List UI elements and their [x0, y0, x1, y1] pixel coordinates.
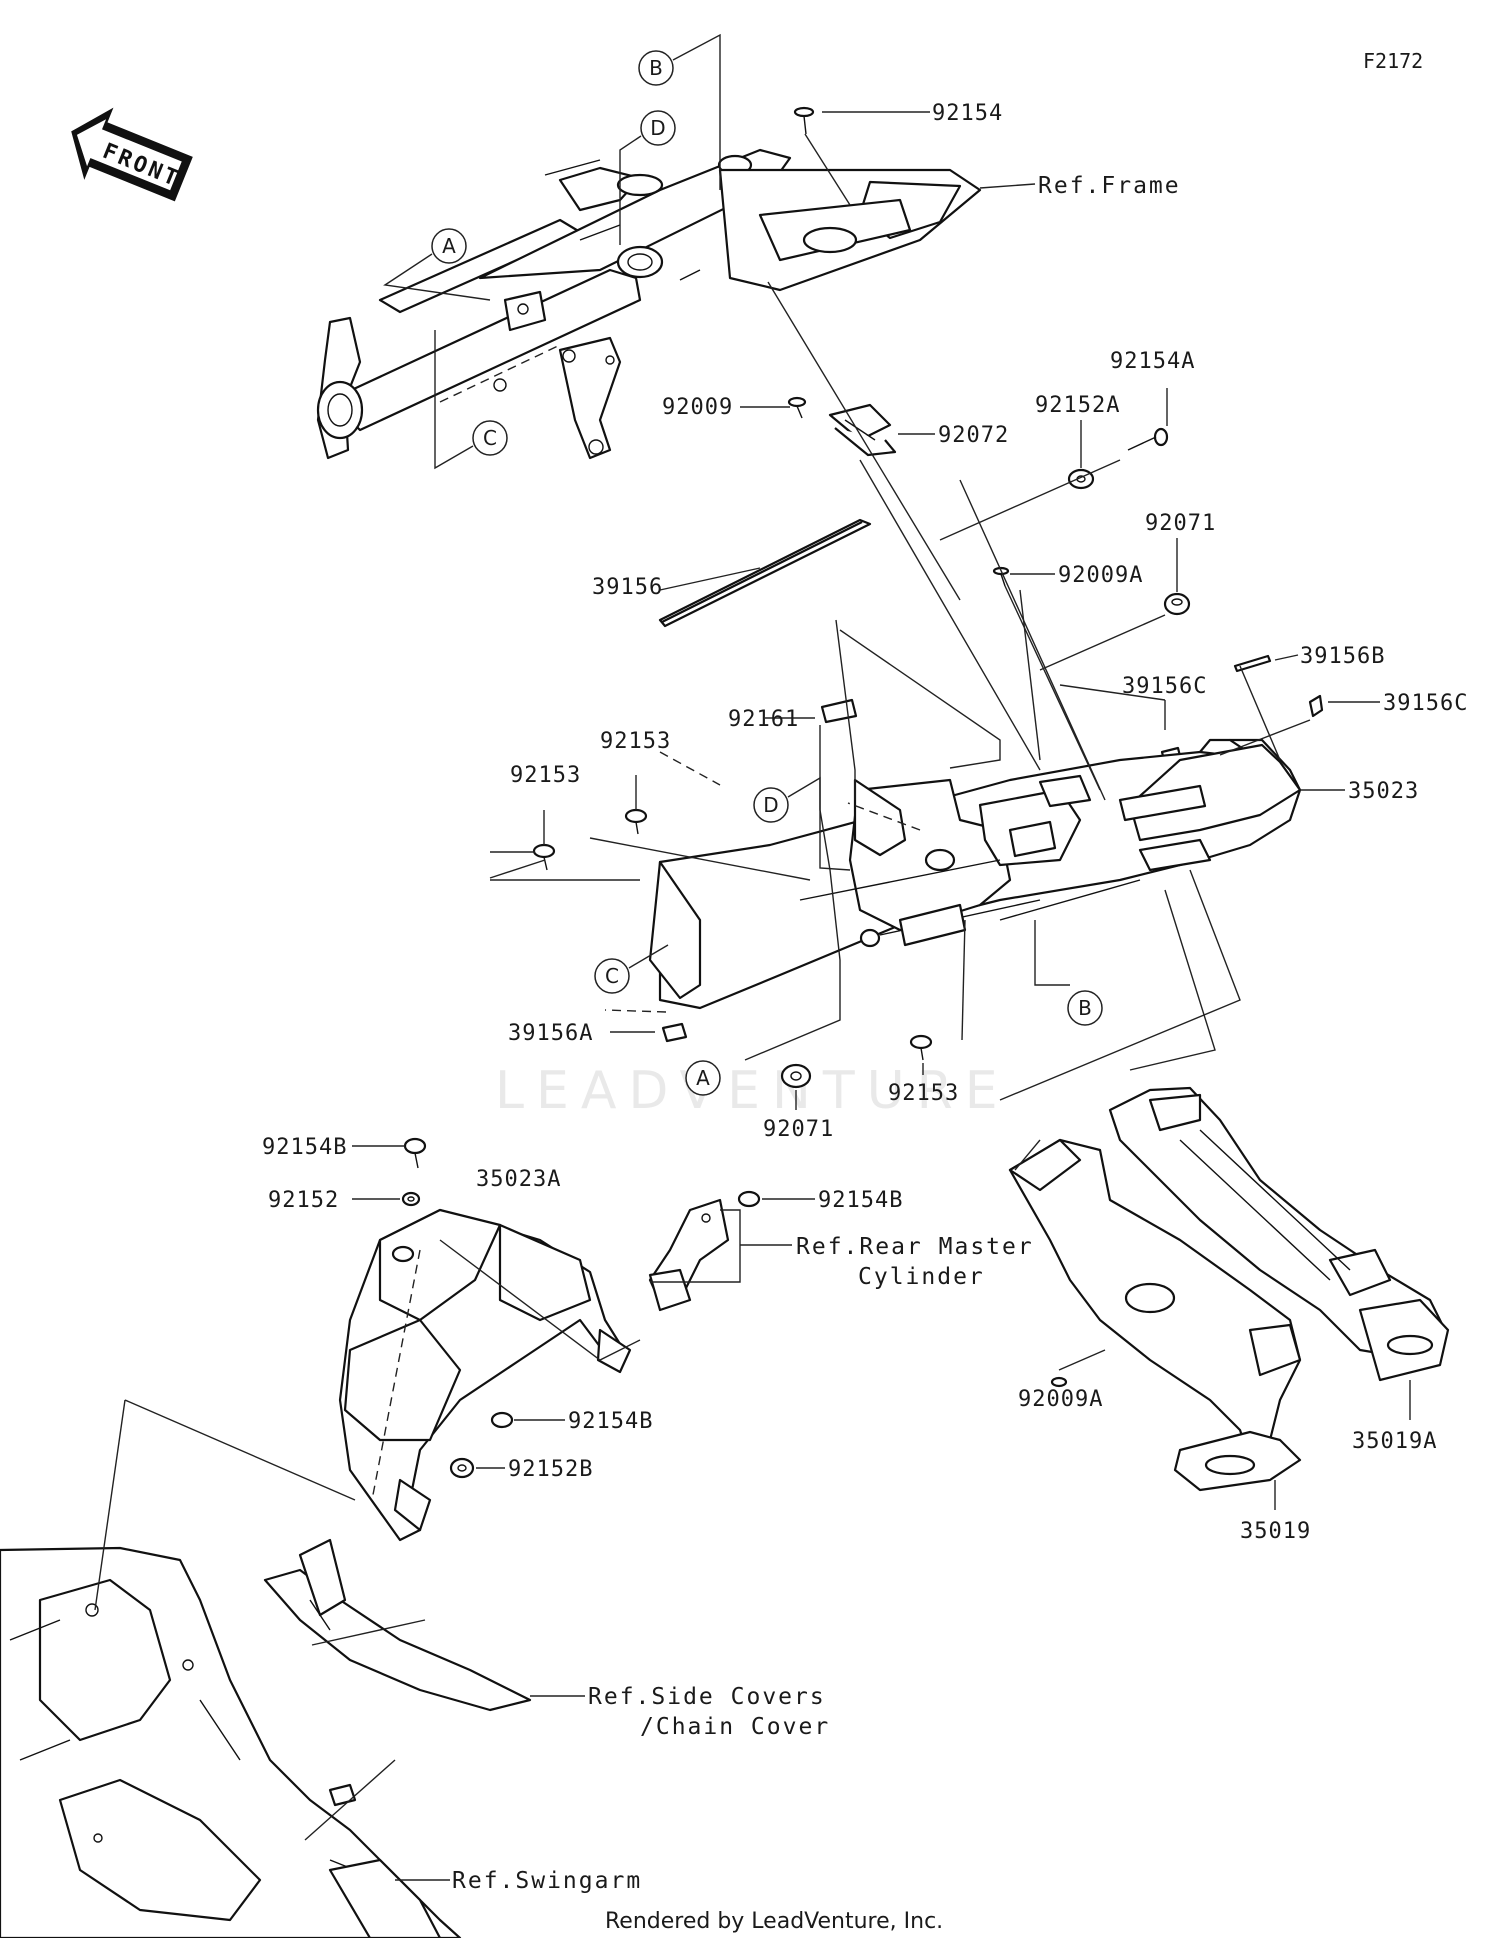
washer-92152A — [1067, 468, 1095, 490]
svg-text:B: B — [1078, 996, 1092, 1020]
svg-text:D: D — [763, 793, 778, 817]
label-92153-mid: 92153 — [600, 729, 671, 754]
label-92152B: 92152B — [508, 1457, 593, 1482]
pad-39156 — [658, 518, 872, 628]
label-92071-top: 92071 — [1145, 511, 1216, 536]
marker-d-mid: D — [753, 776, 851, 871]
marker-b-top: B — [638, 33, 721, 190]
label-92161: 92161 — [728, 707, 799, 732]
bolt-92154A — [1127, 427, 1169, 451]
svg-text:A: A — [696, 1066, 710, 1090]
marker-a-top: A — [383, 228, 491, 301]
label-39156B: 39156B — [1300, 644, 1385, 669]
bracket-35019 — [1008, 1138, 1302, 1492]
label-ref-frame: Ref.Frame — [1038, 173, 1181, 199]
inner-fender-35023 — [648, 738, 1302, 1010]
marker-c-mid: C — [594, 944, 669, 994]
label-92072: 92072 — [938, 423, 1009, 448]
pad-39156C-right — [1308, 694, 1324, 718]
washer-92152 — [401, 1191, 421, 1207]
frame-assembly — [316, 148, 982, 460]
pad-39156A — [661, 1022, 688, 1043]
marker-b-mid: B — [1067, 990, 1103, 1026]
label-92152: 92152 — [268, 1188, 339, 1213]
washer-92152B — [449, 1457, 475, 1479]
watermark: LEADVENTURE — [495, 1061, 1010, 1121]
label-35019: 35019 — [1240, 1519, 1311, 1544]
label-ref-swingarm: Ref.Swingarm — [452, 1868, 642, 1894]
label-92009A-bottom: 92009A — [1018, 1387, 1103, 1412]
label-92153-bottom: 92153 — [888, 1081, 959, 1106]
label-92152A: 92152A — [1035, 393, 1120, 418]
label-39156: 39156 — [592, 575, 663, 600]
bolt-92154 — [793, 106, 815, 135]
part-labels: 92154 Ref.Frame 92009 92072 92154A 92152… — [262, 101, 1468, 1894]
label-39156C-mid: 39156C — [1122, 674, 1207, 699]
label-92071-bottom: 92071 — [763, 1117, 834, 1142]
screw-92009A-top — [992, 566, 1010, 587]
nut-92071-top — [1163, 592, 1191, 616]
label-35023: 35023 — [1348, 779, 1419, 804]
screw-92153-mid — [624, 808, 648, 835]
screw-92009A-bottom — [1050, 1376, 1068, 1388]
label-ref-rear-master: Ref.Rear Master — [796, 1234, 1034, 1260]
marker-a-mid: A — [685, 1060, 721, 1096]
label-92154: 92154 — [932, 101, 1003, 126]
marker-d-top: D — [619, 110, 676, 245]
label-92154B-upper: 92154B — [262, 1135, 347, 1160]
rear-master-cylinder-bracket — [648, 1198, 730, 1312]
label-92153-left: 92153 — [510, 763, 581, 788]
swingarm — [0, 1546, 462, 1938]
figure-id: F2172 — [1363, 49, 1423, 73]
svg-text:C: C — [483, 426, 497, 450]
bolt-92154B-mid — [737, 1190, 761, 1208]
pad-92161 — [820, 698, 858, 724]
screw-92153-left — [532, 843, 556, 871]
screw-92009 — [787, 396, 807, 419]
label-92009: 92009 — [662, 395, 733, 420]
side-covers-chain-cover — [263, 1538, 532, 1712]
front-arrow-badge: FRONT — [71, 107, 193, 202]
leader-lines — [94, 111, 1411, 1881]
label-92009A-top: 92009A — [1058, 563, 1143, 588]
label-35019A: 35019A — [1352, 1429, 1437, 1454]
dashed-guide-lines — [371, 344, 921, 1501]
label-ref-side-covers: Ref.Side Covers — [588, 1684, 826, 1710]
label-39156A: 39156A — [508, 1021, 593, 1046]
svg-text:A: A — [442, 234, 456, 258]
bracket-35019A — [1108, 1086, 1450, 1382]
label-92154B-mid: 92154B — [818, 1188, 903, 1213]
bolt-92154B-lower — [490, 1411, 514, 1429]
nut-92071-bottom — [780, 1063, 812, 1089]
svg-text:D: D — [650, 116, 665, 140]
clip-92072 — [828, 403, 897, 457]
strip-39156B — [1233, 654, 1272, 673]
svg-text:B: B — [649, 56, 663, 80]
rear-fender-35023A — [338, 1208, 632, 1542]
label-92154B-lower: 92154B — [568, 1409, 653, 1434]
svg-text:C: C — [605, 964, 619, 988]
credit-line: Rendered by LeadVenture, Inc. — [605, 1909, 943, 1934]
bolt-92154B-upper — [403, 1137, 427, 1169]
label-35023A: 35023A — [476, 1167, 561, 1192]
label-92154A: 92154A — [1110, 349, 1195, 374]
screw-92153-bottom — [909, 1034, 933, 1061]
marker-c-top: C — [434, 330, 508, 470]
label-39156C-right: 39156C — [1383, 691, 1468, 716]
label-ref-chain-cover: /Chain Cover — [640, 1714, 830, 1740]
label-ref-cylinder: Cylinder — [858, 1264, 985, 1290]
